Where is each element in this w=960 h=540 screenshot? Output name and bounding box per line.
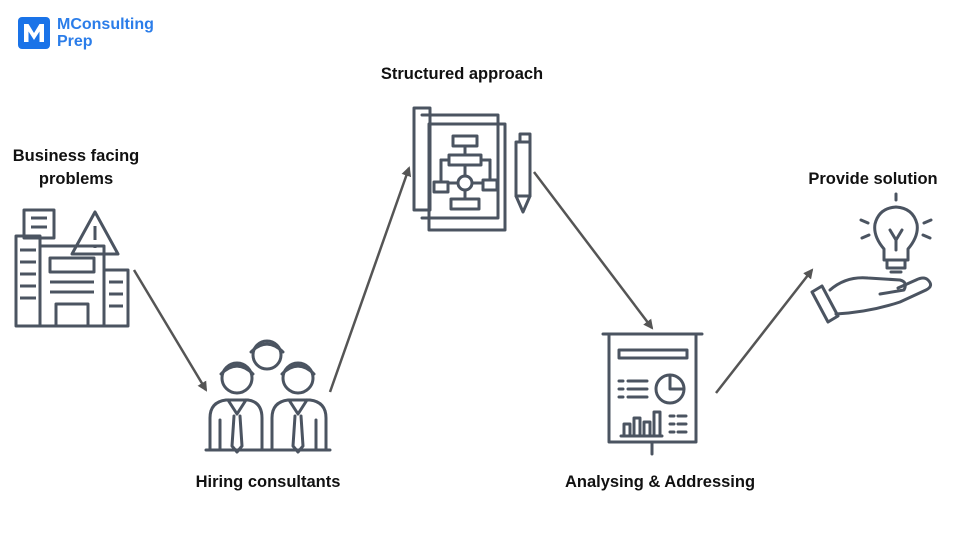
hand-lightbulb-icon — [810, 192, 933, 324]
arrow-hiring-to-structured — [328, 166, 412, 393]
logo-m-icon — [18, 17, 50, 49]
step-label-hiring: Hiring consultants — [195, 473, 341, 491]
step-label-structured: Structured approach — [380, 65, 544, 83]
brand-logo: MConsulting Prep — [18, 16, 218, 53]
consultants-group-icon — [204, 339, 332, 454]
presentation-board-icon — [601, 332, 704, 456]
brand-name: MConsulting Prep — [57, 16, 154, 50]
arrow-business-to-hiring — [132, 269, 208, 392]
brand-name-line2: Prep — [57, 33, 93, 50]
brand-name-line1: MConsulting — [57, 16, 154, 33]
buildings-warning-icon — [14, 208, 130, 328]
step-label-analysing: Analysing & Addressing — [564, 473, 756, 491]
arrow-structured-to-analysing — [533, 171, 654, 330]
flowchart-document-icon — [412, 106, 532, 232]
step-label-solution: Provide solution — [808, 170, 938, 188]
arrow-analysing-to-solution — [715, 268, 814, 394]
step-label-business: Business facing problems — [12, 147, 140, 188]
